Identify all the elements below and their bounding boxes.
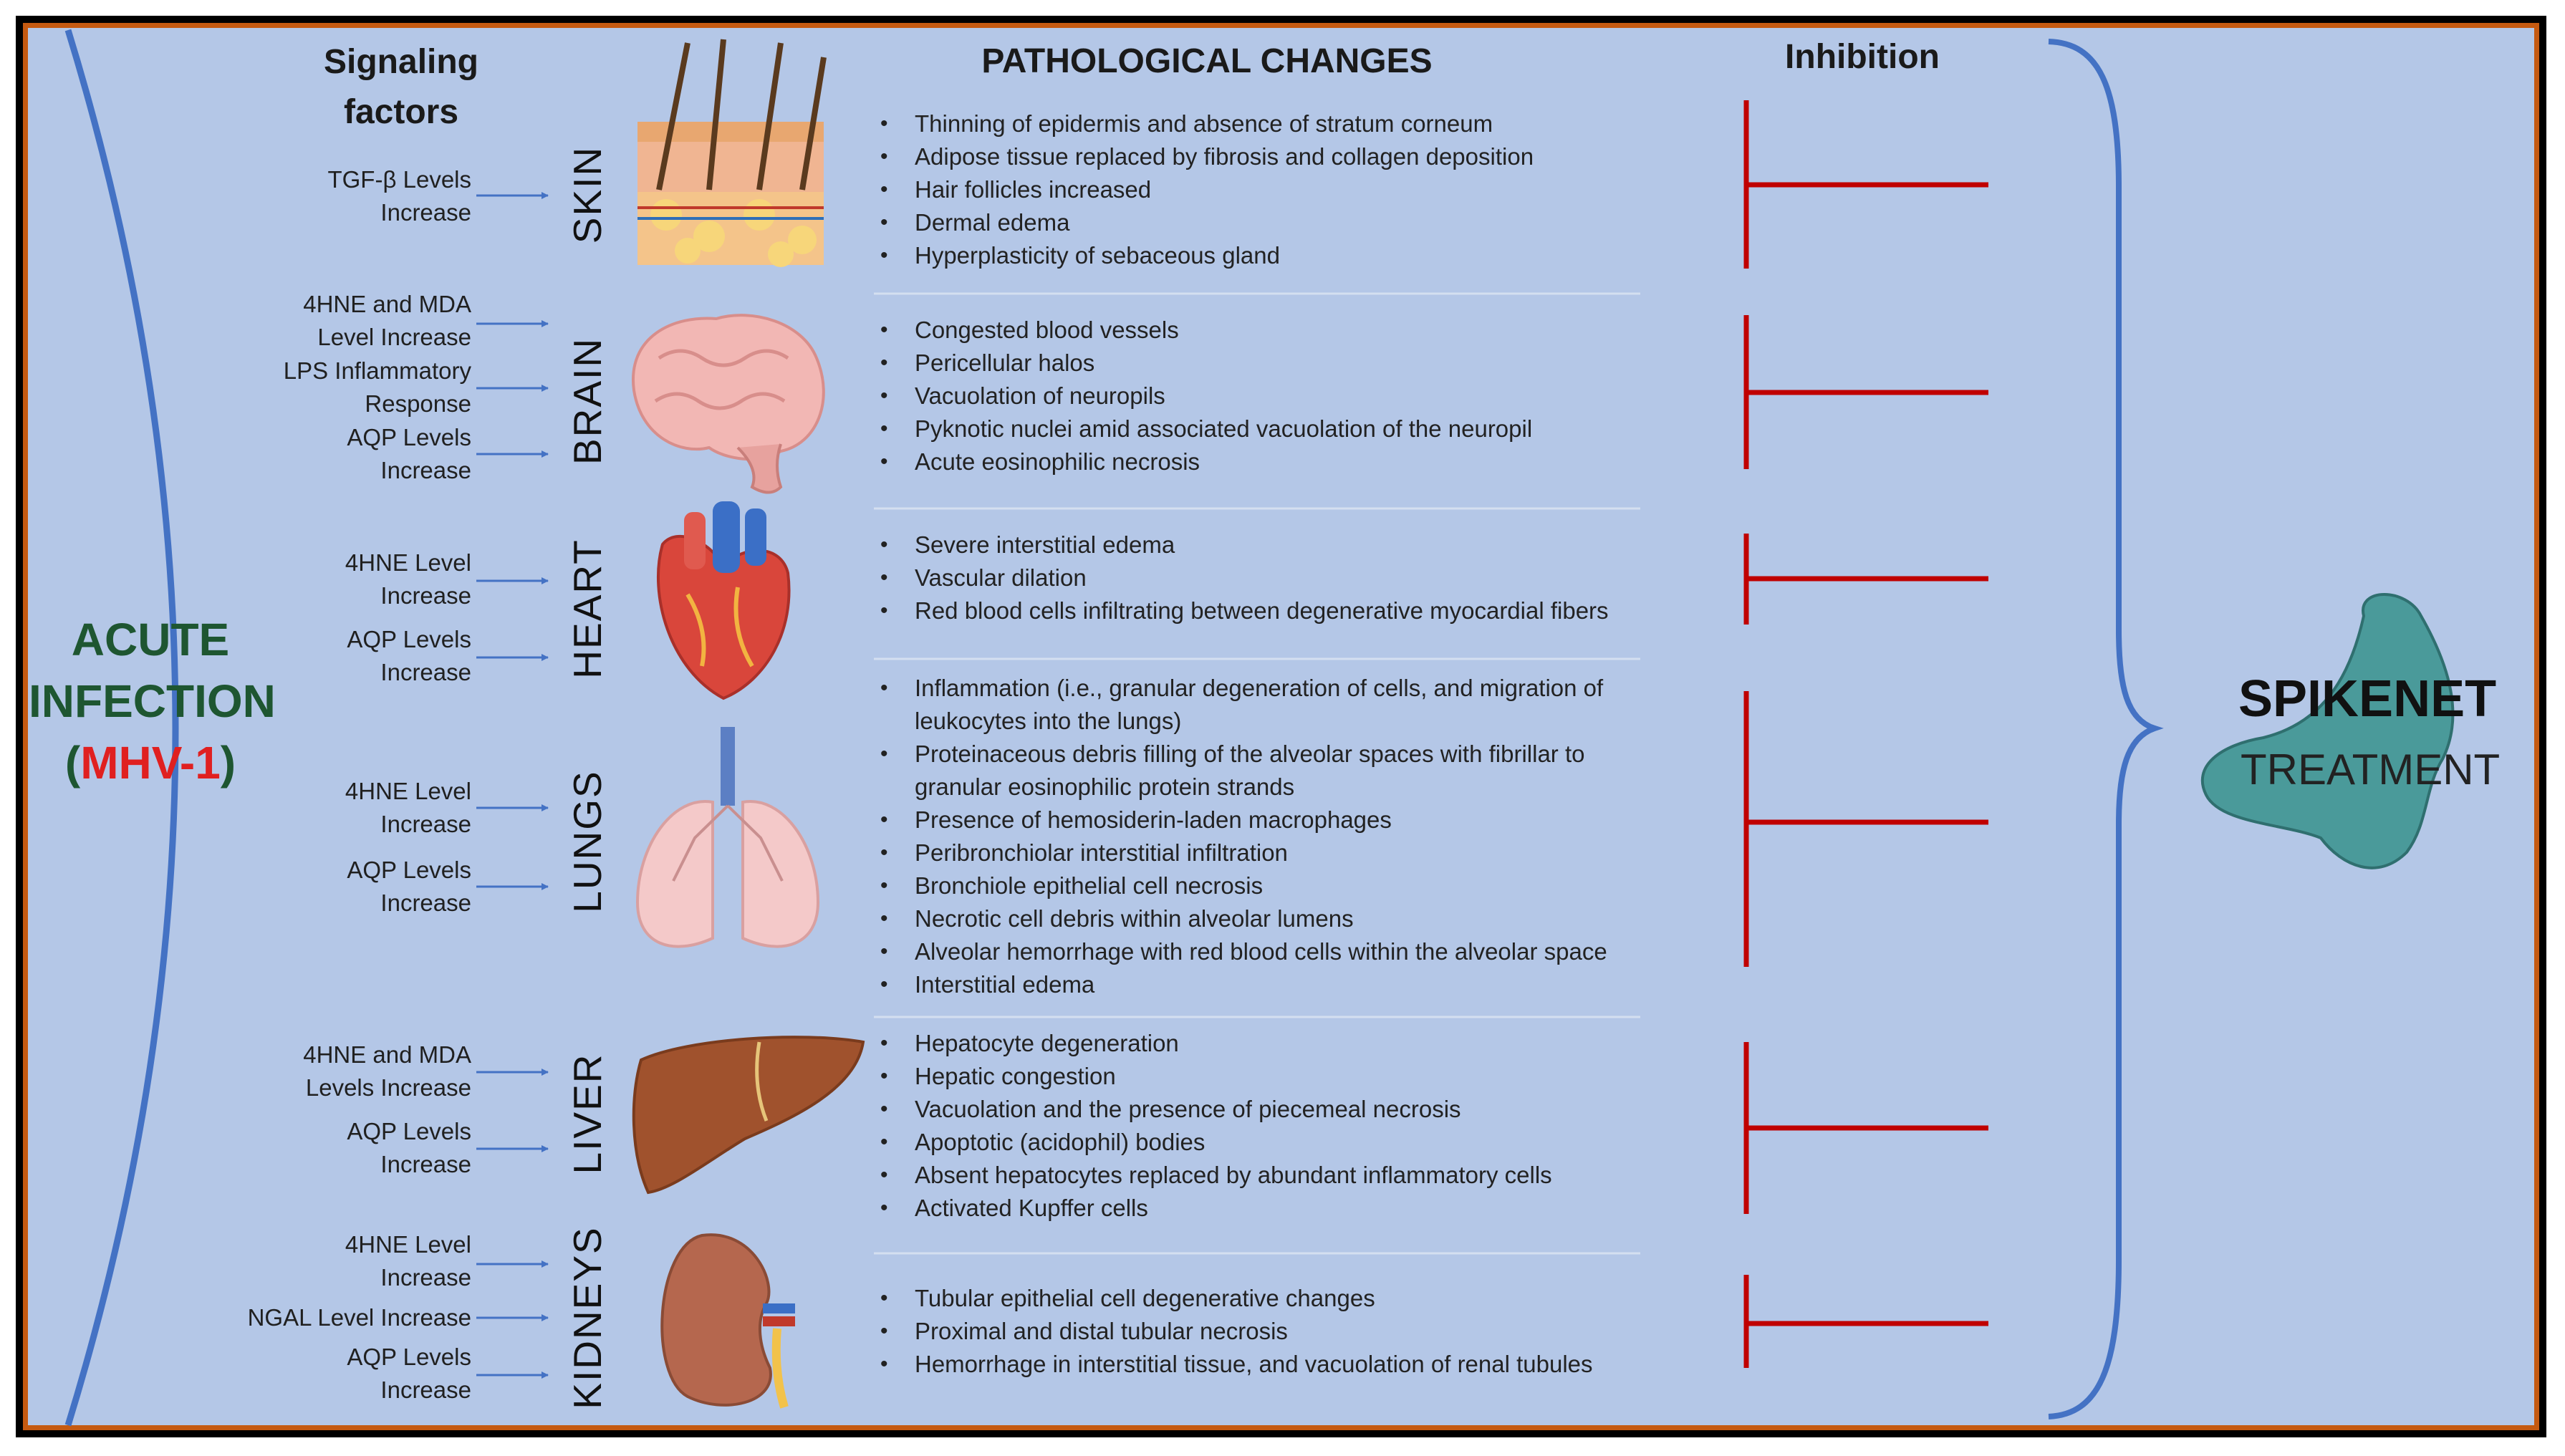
inhibition-bar-lungs [1743,691,1988,967]
signal-text: AQP Levels Increase [347,1344,471,1403]
change-item: Inflammation (i.e., granular degeneratio… [877,672,1607,738]
acute-line2: INFECTION [29,675,276,727]
change-item: Hemorrhage in interstitial tissue, and v… [877,1348,1593,1381]
lungs-illustration [635,727,820,948]
acute-line1: ACUTE [71,614,230,665]
signaling-header: Signaling factors [324,43,478,131]
spikenet-subtitle: TREATMENT [2241,746,2501,794]
change-item: Alveolar hemorrhage with red blood cells… [877,935,1607,968]
skin-illustration [637,39,827,267]
inhibition-header: Inhibition [1785,38,1940,76]
inhibition-bar-liver [1743,1042,1988,1214]
change-item: Dermal edema [877,206,1534,239]
virus-name: MHV-1 [80,737,221,789]
inhibition-bar-heart [1743,534,1988,625]
change-item: Red blood cells infiltrating between deg… [877,594,1609,627]
changes-list-heart: Severe interstitial edemaVascular dilati… [877,529,1609,627]
pathological-header: PATHOLOGICAL CHANGES [981,42,1433,80]
paren-open: ( [64,737,81,789]
heart-illustration [657,501,791,700]
liver-illustration [632,1036,865,1195]
changes-list-lungs: Inflammation (i.e., granular degeneratio… [877,672,1607,1001]
signal-text: AQP Levels Increase [347,626,471,685]
inhibition-bar-kidneys [1743,1275,1988,1368]
signal-text: NGAL Level Increase [247,1304,471,1331]
change-item: Proximal and distal tubular necrosis [877,1315,1593,1348]
curly-brace [2048,39,2164,1419]
change-item: Adipose tissue replaced by fibrosis and … [877,140,1534,173]
change-item: Hepatocyte degeneration [877,1027,1552,1060]
signal-arrows [476,192,549,1379]
change-item: Hyperplasticity of sebaceous gland [877,239,1534,272]
inhibition-bars [1743,100,1988,1368]
acute-infection-label: ACUTE INFECTION (MHV-1) [29,609,276,794]
signal-text: TGF-β Levels Increase [327,166,471,226]
brain-illustration [631,314,825,494]
signal-text: AQP Levels Increase [347,424,471,483]
row-separators [874,292,1640,1255]
change-item: Proteinaceous debris filling of the alve… [877,738,1607,804]
change-item: Vacuolation and the presence of piecemea… [877,1093,1552,1126]
change-item: Bronchiole epithelial cell necrosis [877,869,1607,902]
organ-label-skin: SKIN [565,145,610,244]
change-item: Congested blood vessels [877,314,1532,347]
inhibition-bar-brain [1743,315,1988,469]
change-item: Vascular dilation [877,561,1609,594]
organ-label-liver: LIVER [565,1053,610,1175]
inhibition-bar-skin [1743,100,1988,269]
change-item: Activated Kupffer cells [877,1192,1552,1225]
change-item: Hair follicles increased [877,173,1534,206]
signal-text: 4HNE Level Increase [345,778,471,837]
organ-label-lungs: LUNGS [565,770,610,913]
changes-list-kidneys: Tubular epithelial cell degenerative cha… [877,1282,1593,1381]
change-item: Presence of hemosiderin-laden macrophage… [877,804,1607,837]
signal-text: 4HNE Level Increase [345,549,471,609]
organ-label-brain: BRAIN [565,337,610,466]
change-item: Peribronchiolar interstitial infiltratio… [877,837,1607,869]
change-item: Thinning of epidermis and absence of str… [877,107,1534,140]
change-item: Absent hepatocytes replaced by abundant … [877,1159,1552,1192]
change-item: Vacuolation of neuropils [877,380,1532,413]
organ-label-heart: HEART [565,539,610,679]
changes-list-skin: Thinning of epidermis and absence of str… [877,107,1534,272]
spikenet-title: SPIKENET [2238,670,2497,728]
acute-line3: (MHV-1) [29,732,272,794]
changes-list-brain: Congested blood vesselsPericellular halo… [877,314,1532,478]
signal-text: AQP Levels Increase [347,857,471,916]
signal-text: 4HNE and MDA Level Increase [303,291,471,350]
change-item: Pericellular halos [877,347,1532,380]
change-item: Severe interstitial edema [877,529,1609,561]
change-item: Pyknotic nuclei amid associated vacuolat… [877,413,1532,445]
signal-text: 4HNE Level Increase [345,1231,471,1291]
change-item: Tubular epithelial cell degenerative cha… [877,1282,1593,1315]
changes-list-liver: Hepatocyte degenerationHepatic congestio… [877,1027,1552,1225]
kidney-illustration [660,1233,795,1409]
signal-text: 4HNE and MDA Levels Increase [303,1041,471,1101]
change-item: Necrotic cell debris within alveolar lum… [877,902,1607,935]
change-item: Hepatic congestion [877,1060,1552,1093]
signal-text: AQP Levels Increase [347,1118,471,1177]
organ-label-kidneys: KIDNEYS [565,1226,610,1409]
spikenet-blob [2200,593,2455,869]
paren-close: ) [220,737,236,789]
signal-text: LPS Inflammatory Response [283,357,471,417]
change-item: Acute eosinophilic necrosis [877,445,1532,478]
change-item: Interstitial edema [877,968,1607,1001]
infection-arc [64,29,179,1427]
change-item: Apoptotic (acidophil) bodies [877,1126,1552,1159]
